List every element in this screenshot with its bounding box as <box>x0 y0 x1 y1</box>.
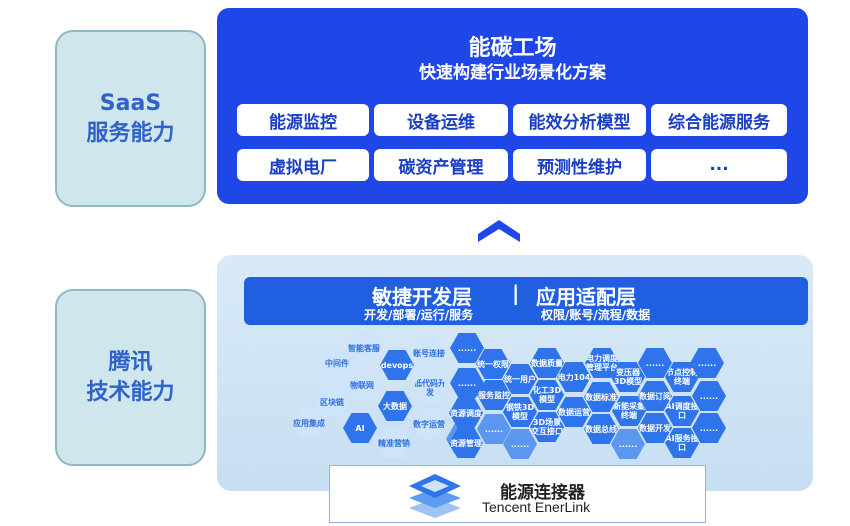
hex-item: ...... <box>638 348 672 378</box>
hex-item: 数据订阅 <box>638 381 672 411</box>
hex-item: 3D场景交互接口 <box>530 412 564 442</box>
chip-carbon-asset: 碳资产管理 <box>374 149 508 181</box>
hex-item: 数据总线 <box>584 414 618 444</box>
hex-item: 节点控制终端 <box>665 362 699 392</box>
hex-item: 数据标准 <box>584 382 618 412</box>
hex-item: ...... <box>692 413 726 443</box>
hex-item: 数据质量 <box>530 348 564 378</box>
energy-connector-box <box>329 465 706 523</box>
chip-predictive-maintenance: 预测性维护 <box>513 149 646 181</box>
agile-dev-heading: 敏捷开发层 <box>372 285 472 309</box>
tencent-label: 腾讯 <box>108 349 153 375</box>
hex-item: AI服务接口 <box>665 428 699 458</box>
chip-energy-monitor: 能源监控 <box>237 104 369 136</box>
bar-separator: | <box>512 281 520 305</box>
hex-item: 数据运营 <box>557 397 591 427</box>
chip-device-ops: 设备运维 <box>374 104 508 136</box>
stacked-layers-icon <box>409 474 461 518</box>
panel-title: 能碳工场 <box>468 36 557 61</box>
connector-en-name: Tencent EnerLink <box>482 499 591 515</box>
hex-item: 新能采集终端 <box>612 396 646 426</box>
chevron-up-icon <box>478 220 520 242</box>
chip-more: ... <box>651 149 787 181</box>
chip-virtual-plant: 虚拟电厂 <box>237 149 369 181</box>
agile-dev-sub: 开发/部署/运行/服务 <box>364 308 474 322</box>
saas-capability-box: SaaS 服务能力 <box>55 30 206 207</box>
tencent-sublabel: 技术能力 <box>86 379 175 405</box>
tencent-capability-box: 腾讯 技术能力 <box>55 289 206 466</box>
app-adapter-sub: 权限/账号/流程/数据 <box>541 308 651 322</box>
hex-item: 电力104 <box>557 362 591 392</box>
hex-item: 数据开发 <box>638 413 672 443</box>
hex-item: AI调度接口 <box>665 396 699 426</box>
hex-item: ...... <box>692 381 726 411</box>
hex-item: ...... <box>611 429 645 459</box>
chip-efficiency-model: 能效分析模型 <box>513 104 646 136</box>
saas-sublabel: 服务能力 <box>86 120 175 146</box>
dev-adapter-layer-bar: 敏捷开发层 | 应用适配层 开发/部署/运行/服务 权限/账号/流程/数据 <box>244 277 808 325</box>
hex-item: 化工3D模型 <box>530 380 564 410</box>
panel-subtitle: 快速构建行业场景化方案 <box>419 63 606 83</box>
saas-label: SaaS <box>99 90 162 116</box>
connector-cn-name: 能源连接器 <box>500 483 585 503</box>
chip-integrated-energy: 综合能源服务 <box>651 104 787 136</box>
app-adapter-heading: 应用适配层 <box>536 285 636 309</box>
hex-item: 变压器3D模型 <box>611 362 645 392</box>
hex-item: ...... <box>690 348 724 378</box>
